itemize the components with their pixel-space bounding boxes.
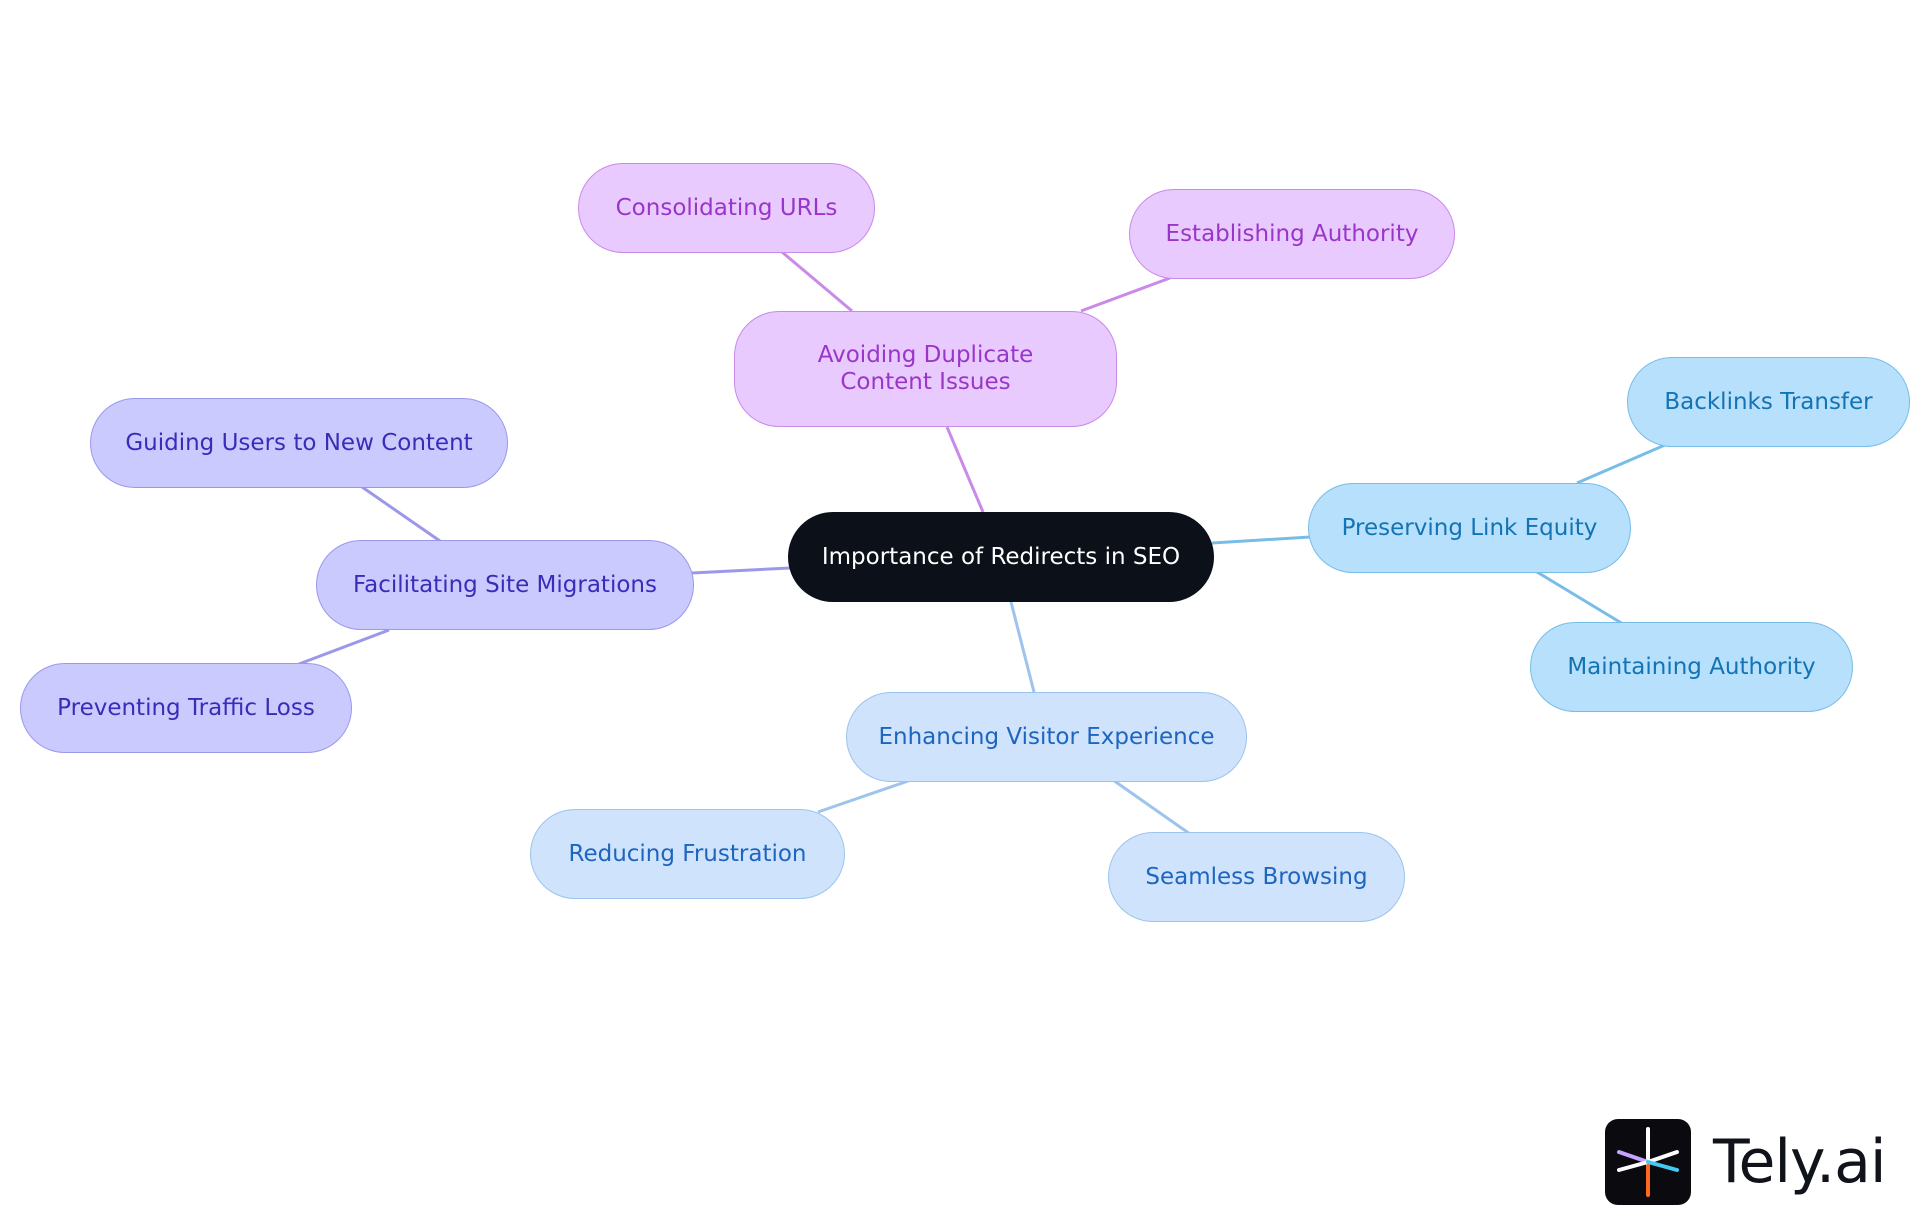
leaf-node-seamless-browsing[interactable]: Seamless Browsing	[1108, 832, 1405, 922]
branch-node-visitor-experience[interactable]: Enhancing Visitor Experience	[846, 692, 1247, 782]
edge-mig-1	[361, 485, 441, 543]
leaf-node-backlinks-transfer-label: Backlinks Transfer	[1664, 388, 1873, 415]
branch-node-site-migrations[interactable]: Facilitating Site Migrations	[316, 540, 694, 630]
edge-root-vis	[1009, 601, 1036, 693]
branch-node-duplicate-content[interactable]: Avoiding Duplicate Content Issues	[734, 311, 1117, 427]
leaf-node-maintaining-authority[interactable]: Maintaining Authority	[1530, 622, 1853, 712]
tely-logo-text: Tely.ai	[1713, 1127, 1887, 1197]
branch-node-duplicate-content-label: Avoiding Duplicate Content Issues	[817, 342, 1034, 395]
branch-node-site-migrations-label: Facilitating Site Migrations	[353, 571, 657, 598]
edge-link-2	[1536, 570, 1624, 626]
leaf-node-guiding-users[interactable]: Guiding Users to New Content	[90, 398, 508, 488]
leaf-node-reducing-frustration[interactable]: Reducing Frustration	[530, 809, 845, 899]
tely-star-icon	[1605, 1119, 1691, 1205]
leaf-node-preventing-traffic-loss-label: Preventing Traffic Loss	[57, 694, 315, 721]
branch-node-link-equity-label: Preserving Link Equity	[1341, 514, 1598, 541]
branch-node-link-equity[interactable]: Preserving Link Equity	[1308, 483, 1631, 573]
leaf-node-reducing-frustration-label: Reducing Frustration	[568, 840, 807, 867]
leaf-node-consolidating-urls-label: Consolidating URLs	[615, 194, 838, 221]
leaf-node-preventing-traffic-loss[interactable]: Preventing Traffic Loss	[20, 663, 352, 753]
leaf-node-backlinks-transfer[interactable]: Backlinks Transfer	[1627, 357, 1910, 447]
tely-logo: Tely.ai	[1605, 1119, 1887, 1205]
edge-vis-1	[817, 778, 912, 814]
root-node-label: Importance of Redirects in SEO	[821, 543, 1181, 570]
edge-dup-2	[1080, 276, 1171, 313]
edge-vis-2	[1112, 778, 1191, 836]
edge-root-mig	[691, 566, 791, 575]
leaf-node-maintaining-authority-label: Maintaining Authority	[1567, 653, 1816, 680]
edge-mig-2	[298, 628, 390, 666]
edge-root-dup	[945, 426, 985, 513]
leaf-node-guiding-users-label: Guiding Users to New Content	[125, 429, 473, 456]
edge-dup-1	[781, 250, 853, 313]
edge-root-link	[1211, 535, 1311, 545]
root-node[interactable]: Importance of Redirects in SEO	[788, 512, 1214, 602]
leaf-node-establishing-authority-label: Establishing Authority	[1165, 220, 1419, 247]
edge-link-1	[1576, 443, 1666, 485]
leaf-node-consolidating-urls[interactable]: Consolidating URLs	[578, 163, 875, 253]
leaf-node-establishing-authority[interactable]: Establishing Authority	[1129, 189, 1455, 279]
leaf-node-seamless-browsing-label: Seamless Browsing	[1145, 863, 1368, 890]
branch-node-visitor-experience-label: Enhancing Visitor Experience	[878, 723, 1215, 750]
